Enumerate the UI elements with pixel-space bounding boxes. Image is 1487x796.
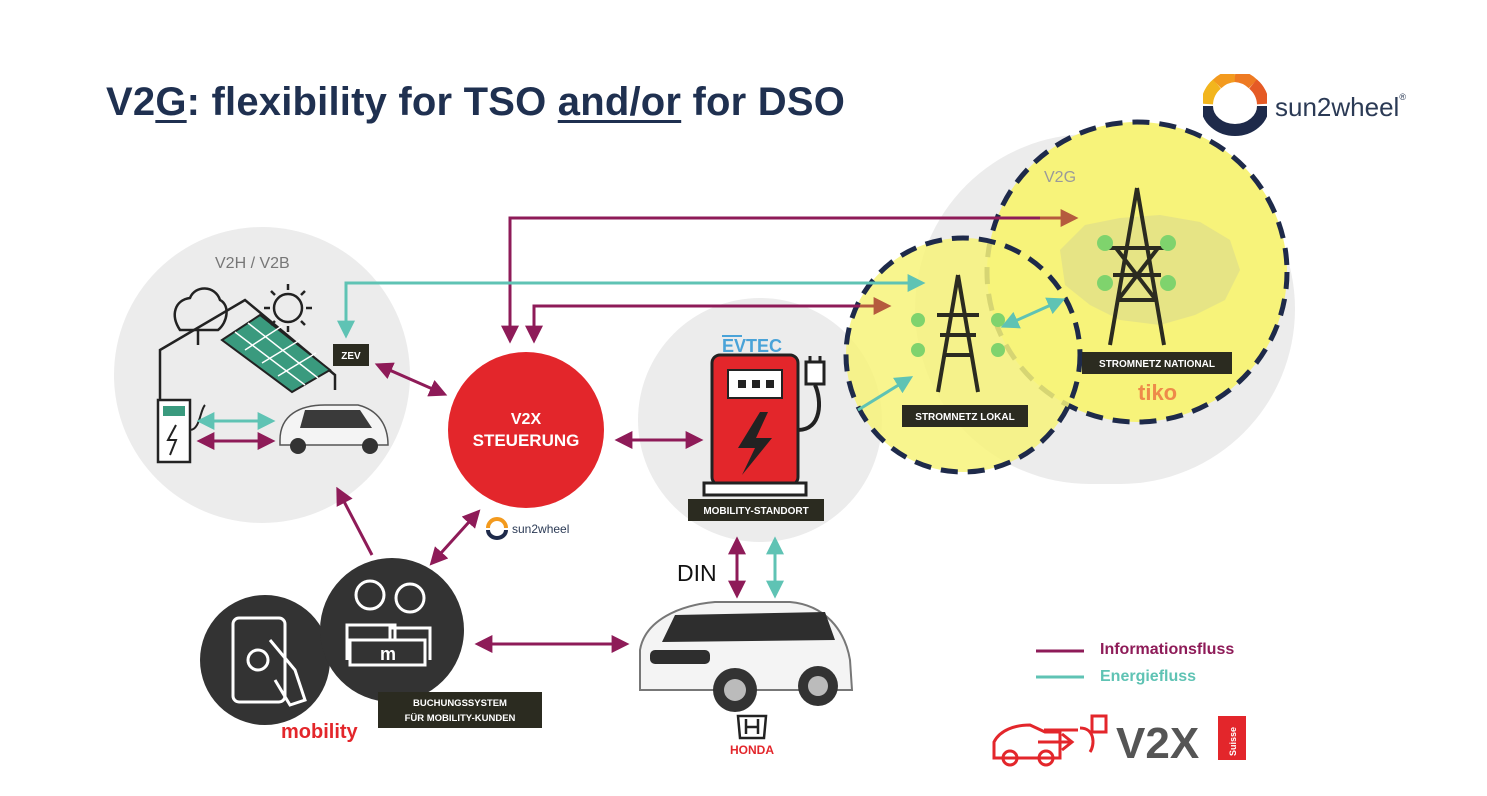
v2x-suisse-logo-icon: [992, 714, 1108, 767]
booking-label-1: BUCHUNGSSYSTEM: [413, 698, 507, 709]
local-grid-box: [902, 405, 1028, 427]
national-grid-box: [1082, 352, 1232, 374]
honda-label: HONDA: [730, 743, 774, 757]
booking-box: [378, 692, 542, 728]
national-tower-icon: [1097, 187, 1176, 346]
national-grid-label: STROMNETZ NATIONAL: [1099, 359, 1215, 370]
home-car-icon: [279, 404, 389, 454]
v2x-controller-circle: [448, 352, 604, 508]
local-grid-label: STROMNETZ LOKAL: [915, 412, 1014, 423]
users-circle: [320, 558, 464, 702]
v2x-suisse-label: Suisse: [1228, 727, 1238, 756]
ev-charger-icon: [702, 353, 826, 497]
house-icon: [158, 287, 337, 400]
energy-arrows: [337, 274, 1066, 599]
evtec-label: EVTEC: [722, 336, 782, 356]
tiko-label: tiko: [1138, 380, 1177, 405]
booking-label-2: FÜR MOBILITY-KUNDEN: [405, 713, 516, 724]
zev-label: ZEV: [341, 351, 361, 362]
svg-text:m: m: [380, 644, 396, 664]
controller-label-1: V2X: [511, 411, 542, 428]
home-charger-icon: [156, 398, 206, 464]
v2h-label: V2H / V2B: [215, 255, 290, 272]
smartphone-icon: [231, 616, 307, 707]
controller-brand-icon: [486, 517, 508, 540]
sun2wheel-logo-icon: [1203, 74, 1267, 136]
legend-energy-label: Energiefluss: [1100, 668, 1197, 685]
sun-icon: [264, 284, 312, 332]
mobility-site-label: MOBILITY-STANDORT: [703, 506, 808, 517]
v2x-suisse-tag: [1218, 716, 1246, 760]
solar-panel-icon: [220, 313, 332, 394]
app-circle: [200, 595, 330, 725]
mobility-brand: mobility: [281, 721, 359, 743]
v2x-logo-text: V2X: [1116, 719, 1199, 768]
users-icon: m: [345, 579, 432, 667]
din-label: DIN: [677, 560, 717, 586]
honda-car-icon: [639, 601, 854, 712]
mobility-site-box: [688, 499, 824, 521]
controller-label-2: STEUERUNG: [473, 431, 580, 450]
legend-info-label: Informationsfluss: [1100, 641, 1235, 658]
brand-name: sun2wheel®: [1275, 92, 1406, 122]
zev-box: [333, 344, 369, 366]
v2g-label: V2G: [1044, 169, 1076, 186]
controller-brand-label: sun2wheel: [512, 522, 569, 536]
page-title: V2G: flexibility for TSO and/or for DSO: [106, 80, 846, 124]
honda-logo-icon: [736, 714, 768, 740]
